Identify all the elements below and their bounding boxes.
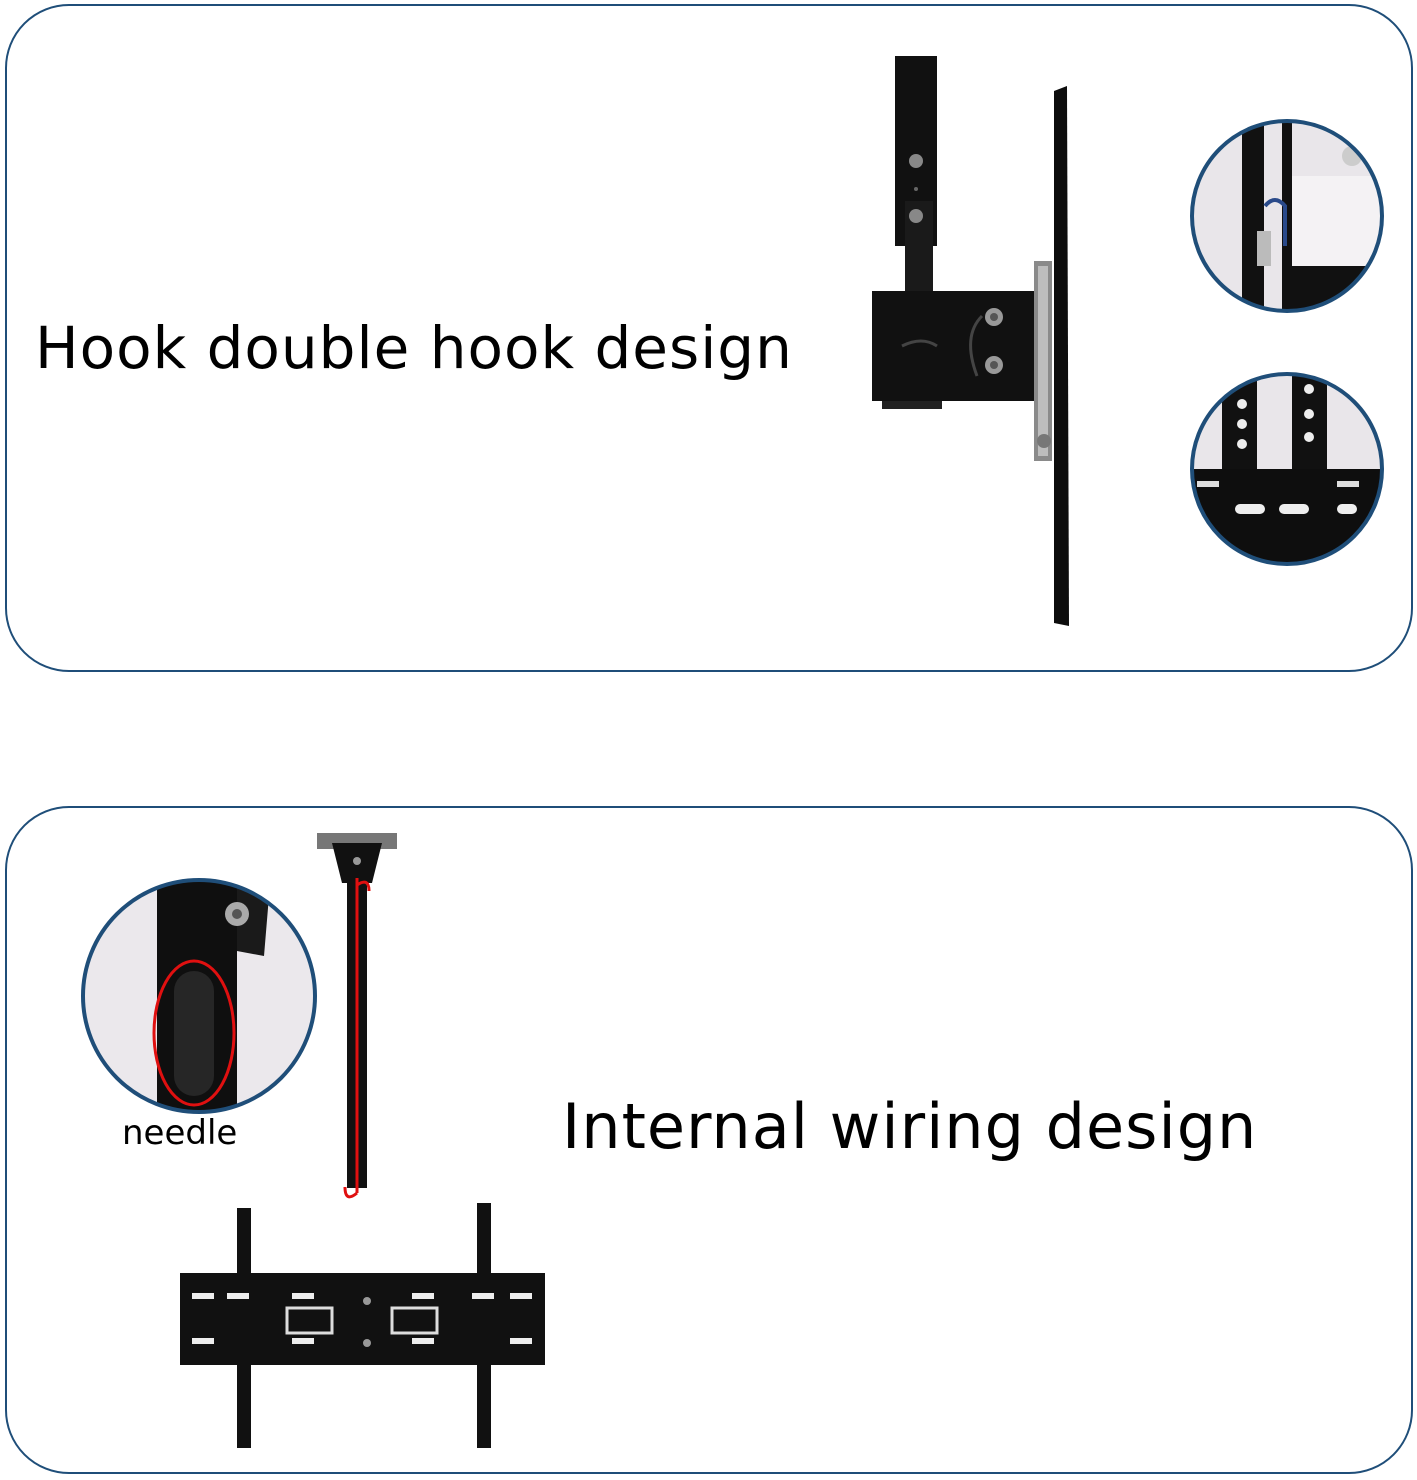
bottom-feature-panel: Internal wiring design needle	[5, 806, 1413, 1474]
bracket-side-view-image	[872, 56, 1069, 626]
adjustment-holes-closeup-image	[1190, 372, 1384, 566]
ceiling-mount-front-view-image	[180, 833, 545, 1448]
top-feature-panel: Hook double hook design	[5, 4, 1413, 672]
hook-closeup-image	[1190, 119, 1384, 313]
needle-label: needle	[122, 1113, 238, 1153]
wiring-design-caption: Internal wiring design	[562, 1090, 1258, 1163]
pole-cable-slot-closeup-image	[81, 878, 317, 1114]
hook-design-caption: Hook double hook design	[35, 314, 793, 382]
